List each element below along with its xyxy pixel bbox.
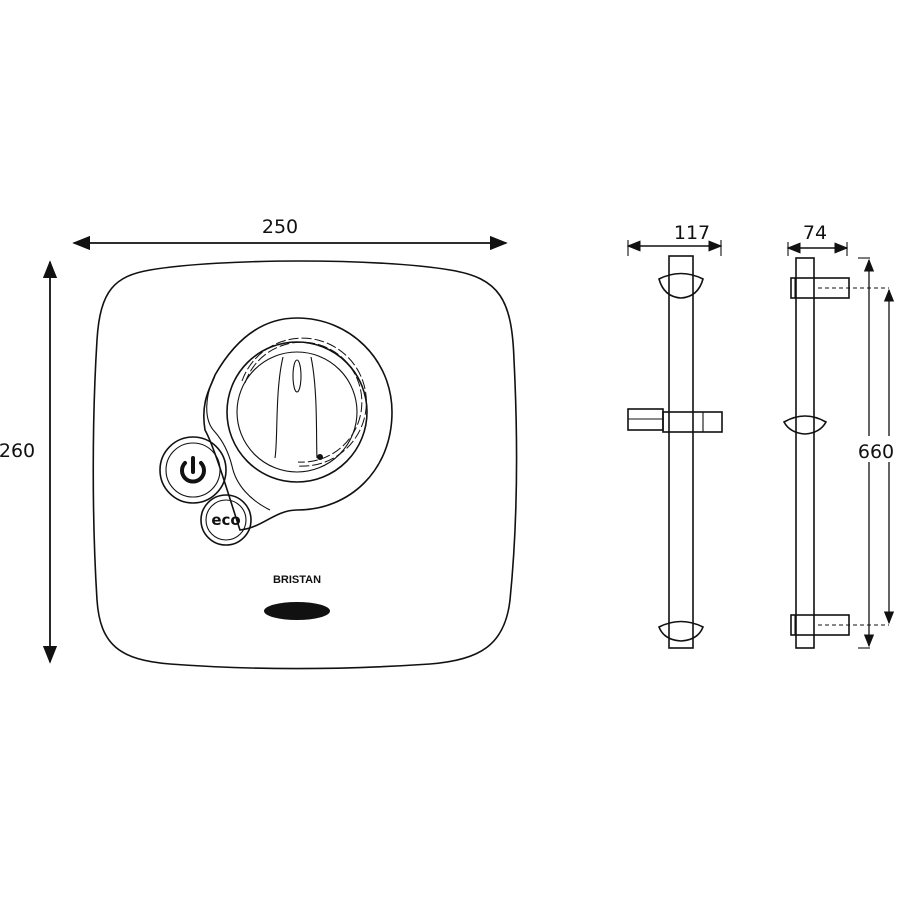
rail-front-width-label: 117 [674,222,710,244]
status-light [264,602,330,620]
handset-holder-side [782,415,828,435]
dial-pointer-dot [317,454,323,460]
handset-slider[interactable] [627,408,723,433]
width-dimension-label: 250 [262,216,298,238]
temperature-scale [241,337,367,467]
shower-rail-side [782,257,850,649]
shower-rail-front [627,255,723,649]
rail-length-label: 660 [858,441,894,463]
temperature-dial-ring [226,341,368,483]
rail-side-depth-label: 74 [803,222,827,244]
bottom-bracket [657,620,705,642]
shower-panel-outline [92,260,518,670]
power-button[interactable] [159,436,227,504]
button-housing [206,374,271,511]
brand-logo: BRISTAN [273,574,321,586]
dial-grip[interactable] [274,356,318,459]
power-icon [180,456,206,484]
eco-button[interactable]: eco [200,494,252,546]
dial-indicator-slot [292,359,302,393]
dial-housing [203,317,393,531]
eco-label: eco [211,511,240,529]
top-bracket [658,272,704,299]
temperature-scale-inner [244,341,363,463]
temperature-dial[interactable] [236,351,358,473]
height-dimension-label: 260 [0,440,35,462]
